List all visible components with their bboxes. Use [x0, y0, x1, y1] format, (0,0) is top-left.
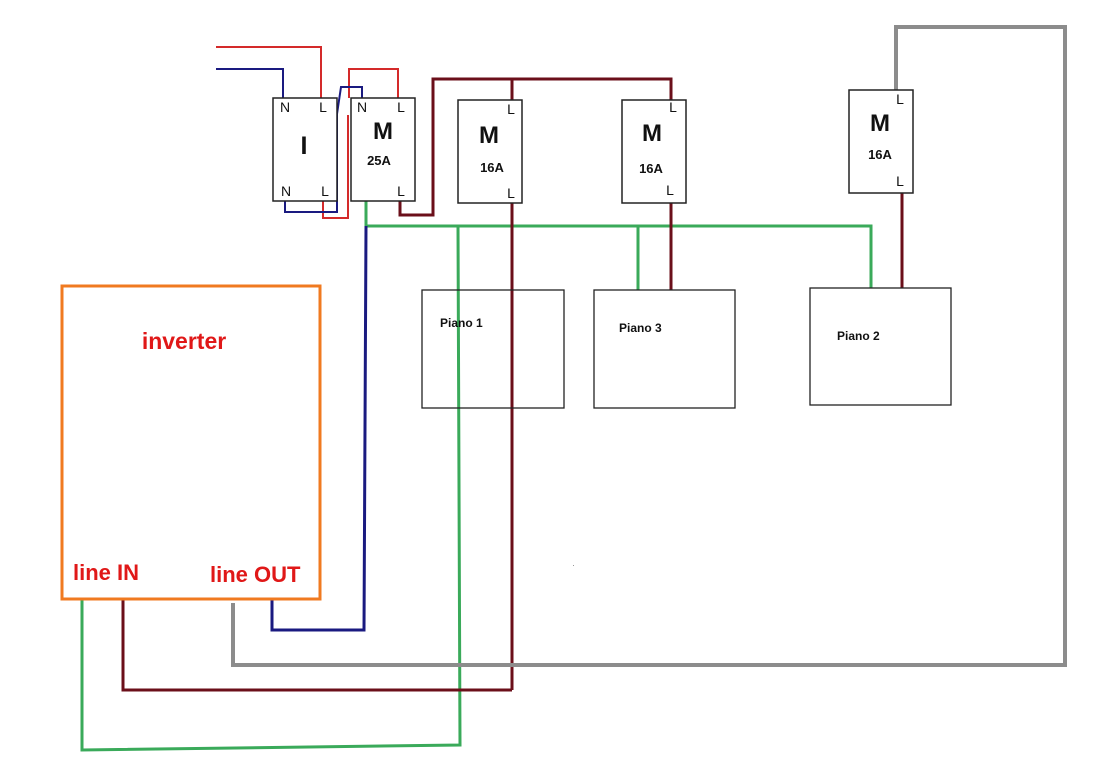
breaker-p3-l-top: L — [669, 99, 677, 115]
breaker-p2-l-top: L — [896, 91, 904, 107]
breaker-16a-piano-3: M 16A L L — [621, 99, 687, 204]
breaker-25a-rating: 25A — [367, 153, 391, 168]
main-switch-symbol: I — [301, 132, 308, 160]
jumper-red-wire-bottom — [322, 115, 349, 219]
supply-neutral-blue-wire — [216, 68, 284, 98]
stray-dot — [573, 565, 574, 566]
jumper-red-wire-top — [348, 68, 399, 98]
breaker-25a-l-top: L — [397, 99, 405, 115]
inverter-line-out-label: line OUT — [210, 562, 301, 587]
piano-3-body — [593, 289, 736, 409]
piano-2-body — [809, 287, 952, 406]
main-switch-body — [272, 97, 338, 202]
main-switch-n-bottom: N — [281, 183, 291, 199]
piano-3-label: Piano 3 — [619, 321, 662, 335]
breaker-25a-n-top: N — [357, 99, 367, 115]
floor-box-piano-2: Piano 2 — [809, 287, 952, 406]
output-bus-maroon-wire — [398, 77, 673, 217]
jumper-blue-wire-top — [336, 86, 363, 115]
breaker-p2-body — [848, 89, 914, 194]
inverter-line-in-label: line IN — [73, 560, 139, 585]
breaker-p3-symbol: M — [642, 120, 662, 147]
breaker-p2-symbol: M — [870, 110, 890, 137]
breaker-25a-l-bottom: L — [397, 183, 405, 199]
breaker-p3-body — [621, 99, 687, 204]
floor-box-piano-3: Piano 3 — [593, 289, 736, 409]
breaker-p1-body — [457, 99, 523, 204]
breaker-p1-symbol: M — [479, 122, 499, 149]
line-in-maroon-wire — [121, 598, 512, 692]
inverter-box: inverter line IN line OUT — [60, 284, 322, 601]
breaker-16a-piano-2: M 16A L L — [848, 89, 914, 194]
main-switch-n-top: N — [280, 99, 290, 115]
breaker-p2-rating: 16A — [868, 147, 892, 162]
green-bus-wire — [364, 201, 873, 288]
inverter-body — [60, 284, 322, 601]
piano-2-label: Piano 2 — [837, 329, 880, 343]
green-return-wire — [80, 225, 462, 752]
breaker-25a-symbol: M — [373, 118, 393, 145]
breaker-p1-l-bottom: L — [507, 185, 515, 201]
inverter-title: inverter — [142, 328, 226, 354]
breaker-p3-rating: 16A — [639, 161, 663, 176]
supply-line-red-wire — [216, 46, 322, 98]
main-switch: I N L N L — [272, 97, 338, 202]
breaker-p1-l-top: L — [507, 101, 515, 117]
floor-box-piano-1: Piano 1 — [421, 289, 565, 409]
main-switch-l-top: L — [319, 99, 327, 115]
breaker-p1-rating: 16A — [480, 160, 504, 175]
breaker-25a: M 25A N L L — [350, 97, 416, 202]
main-switch-l-bottom: L — [321, 183, 329, 199]
breaker-p2-l-bottom: L — [896, 173, 904, 189]
line-out-blue-wire — [270, 225, 368, 632]
piano-1-label: Piano 1 — [440, 316, 483, 330]
breaker-25a-body — [350, 97, 416, 202]
breaker-p3-l-bottom: L — [666, 182, 674, 198]
breaker-16a-piano-1: M 16A L L — [457, 99, 523, 204]
gray-loop-wire — [231, 25, 1067, 667]
piano-1-body — [421, 289, 565, 409]
